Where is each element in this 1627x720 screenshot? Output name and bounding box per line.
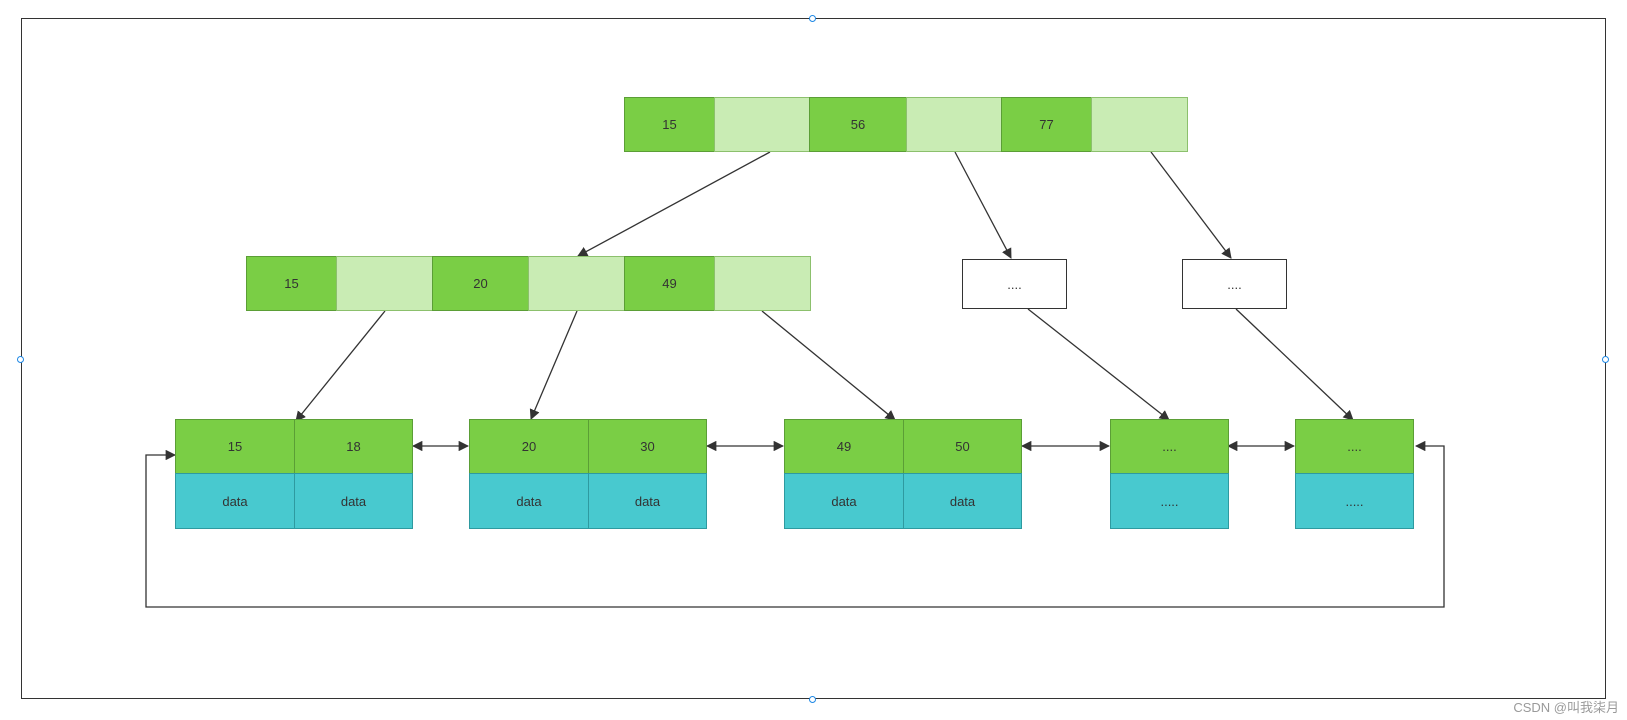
leaf-1-data-1[interactable]: data bbox=[175, 473, 295, 529]
frame-handle-left[interactable] bbox=[17, 356, 24, 363]
internal-key-3[interactable]: 49 bbox=[624, 256, 715, 311]
arrow-placeholder-1-to-leaf-4 bbox=[1027, 308, 1170, 421]
leaf-1-data-2[interactable]: data bbox=[294, 473, 413, 529]
root-pointer-1[interactable] bbox=[714, 97, 810, 152]
root-pointer-3[interactable] bbox=[1091, 97, 1188, 152]
leaf-3-key-2[interactable]: 50 bbox=[903, 419, 1022, 474]
leaf-loop-connector bbox=[145, 440, 1445, 608]
frame-handle-bottom[interactable] bbox=[809, 696, 816, 703]
leaf-2-data-2[interactable]: data bbox=[588, 473, 707, 529]
frame-handle-right[interactable] bbox=[1602, 356, 1609, 363]
root-key-2[interactable]: 56 bbox=[809, 97, 907, 152]
internal-pointer-1[interactable] bbox=[336, 256, 433, 311]
arrow-internal-to-leaf-1 bbox=[295, 310, 386, 422]
placeholder-node-2[interactable]: .... bbox=[1182, 259, 1287, 309]
leaf-1-key-2[interactable]: 18 bbox=[294, 419, 413, 474]
arrow-internal-to-leaf-2 bbox=[529, 310, 578, 420]
leaf-4-key-1[interactable]: .... bbox=[1110, 419, 1229, 474]
frame-handle-top[interactable] bbox=[809, 15, 816, 22]
leaf-2-data-1[interactable]: data bbox=[469, 473, 589, 529]
arrow-root-to-placeholder-2 bbox=[1150, 151, 1232, 259]
leaf-2-key-1[interactable]: 20 bbox=[469, 419, 589, 474]
leaf-5-data-1[interactable]: ..... bbox=[1295, 473, 1414, 529]
leaf-3-key-1[interactable]: 49 bbox=[784, 419, 904, 474]
leaf-2-key-2[interactable]: 30 bbox=[588, 419, 707, 474]
internal-pointer-2[interactable] bbox=[528, 256, 625, 311]
leaf-3-data-1[interactable]: data bbox=[784, 473, 904, 529]
arrow-internal-to-leaf-3 bbox=[761, 310, 896, 421]
root-pointer-2[interactable] bbox=[906, 97, 1002, 152]
watermark: CSDN @叫我柒月 bbox=[1513, 700, 1619, 715]
root-key-1[interactable]: 15 bbox=[624, 97, 715, 152]
leaf-1-key-1[interactable]: 15 bbox=[175, 419, 295, 474]
arrow-root-to-placeholder-1 bbox=[954, 151, 1012, 259]
internal-key-2[interactable]: 20 bbox=[432, 256, 529, 311]
internal-key-1[interactable]: 15 bbox=[246, 256, 337, 311]
leaf-4-data-1[interactable]: ..... bbox=[1110, 473, 1229, 529]
arrow-root-to-internal bbox=[577, 151, 771, 257]
placeholder-node-1[interactable]: .... bbox=[962, 259, 1067, 309]
root-key-3[interactable]: 77 bbox=[1001, 97, 1092, 152]
internal-pointer-3[interactable] bbox=[714, 256, 811, 311]
leaf-3-data-2[interactable]: data bbox=[903, 473, 1022, 529]
arrow-placeholder-2-to-leaf-5 bbox=[1235, 308, 1354, 421]
leaf-5-key-1[interactable]: .... bbox=[1295, 419, 1414, 474]
